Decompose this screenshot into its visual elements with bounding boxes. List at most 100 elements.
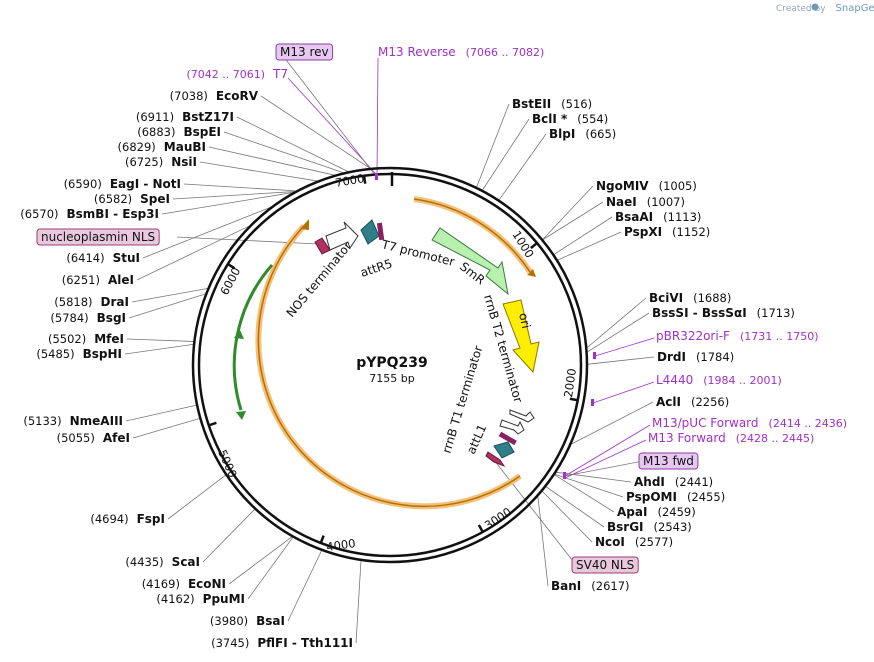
- enzyme-name: BciVI: [649, 291, 683, 305]
- enzyme-leader-line: [124, 343, 194, 355]
- boxed-feature-sv40-nls[interactable]: SV40 NLS: [571, 556, 639, 574]
- enzyme-position: (1784): [696, 350, 734, 364]
- enzyme-position: (6911): [136, 110, 174, 124]
- enzyme-site-bsteii[interactable]: BstEII(516): [512, 97, 592, 111]
- enzyme-site-acli[interactable]: AclI(2256): [656, 395, 729, 409]
- enzyme-leader-line: [126, 338, 194, 342]
- primer-name: M13 Forward: [648, 431, 726, 445]
- scale-tick-mark: [319, 535, 325, 544]
- primer-t7[interactable]: T7(7042 .. 7061): [186, 67, 288, 81]
- enzyme-leader-line: [287, 550, 322, 622]
- boxed-feature-m13-rev[interactable]: M13 rev: [275, 43, 334, 61]
- enzyme-site-bani[interactable]: BanI(2617): [551, 579, 630, 593]
- enzyme-name: BclI *: [532, 112, 568, 126]
- enzyme-leader-line: [554, 474, 615, 513]
- enzyme-site-ecorv[interactable]: EcoRV(7038): [170, 89, 259, 103]
- enzyme-site-bcli[interactable]: BclI * (554): [532, 112, 608, 126]
- enzyme-site-eagi-noti[interactable]: EagI - NotI(6590): [64, 177, 181, 191]
- enzyme-position: (4435): [125, 555, 163, 569]
- enzyme-site-scai[interactable]: ScaI(4435): [125, 555, 200, 569]
- enzyme-site-bsgi[interactable]: BsgI(5784): [50, 311, 126, 325]
- enzyme-site-pspomi[interactable]: PspOMI(2455): [626, 490, 725, 504]
- primer-name: T7: [272, 67, 288, 81]
- boxed-feature-bg: [275, 43, 334, 61]
- enzyme-name: BstZ17I: [182, 110, 234, 124]
- scale-tick-label: 4000: [325, 536, 356, 554]
- primer-m13-fwd-marker: [563, 472, 566, 479]
- enzyme-leader-line: [553, 216, 613, 255]
- enzyme-site-stui[interactable]: StuI(6414): [66, 251, 140, 265]
- enzyme-leader-line: [131, 288, 208, 303]
- feature-ori-label: ori: [516, 312, 533, 330]
- enzyme-leader-line: [571, 401, 654, 445]
- enzyme-site-fspi[interactable]: FspI(4694): [90, 512, 165, 526]
- enzyme-position: (1113): [663, 210, 701, 224]
- enzyme-leader-line: [498, 133, 547, 201]
- enzyme-position: (3980): [210, 614, 248, 628]
- enzyme-site-bsssi-bsss-i[interactable]: BssSI - BssSαI(1713): [652, 306, 795, 320]
- enzyme-leader-line: [587, 312, 650, 353]
- rrnb-t2-shape: [509, 409, 535, 423]
- attl1-bar: [498, 431, 517, 446]
- enzyme-position: (1688): [693, 291, 731, 305]
- label-leader-lines: [124, 51, 655, 644]
- enzyme-site-bsmbi-esp3i[interactable]: BsmBI - Esp3I(6570): [20, 207, 159, 221]
- primer-l4440[interactable]: L4440(1984 .. 2001): [656, 373, 782, 387]
- enzyme-leader-line: [167, 474, 226, 520]
- enzyme-leader-line: [128, 293, 206, 319]
- enzyme-site-drai[interactable]: DraI(5818): [54, 295, 129, 309]
- enzyme-position: (4694): [90, 512, 128, 526]
- enzyme-site-naei[interactable]: NaeI(1007): [606, 195, 685, 209]
- enzyme-site-ahdi[interactable]: AhdI(2441): [634, 475, 713, 489]
- enzyme-site-pspxi[interactable]: PspXI(1152): [624, 225, 710, 239]
- enzyme-site-blpi[interactable]: BlpI(665): [549, 127, 616, 141]
- boxed-feature-leader-line: [564, 460, 644, 477]
- primer-m13-puc-forward[interactable]: M13/pUC Forward(2414 .. 2436): [652, 416, 847, 430]
- enzyme-site-apai[interactable]: ApaI(2459): [617, 505, 696, 519]
- enzyme-site-pflfi-tth111i[interactable]: PflFI - Tth111I(3745): [211, 636, 353, 650]
- enzyme-site-ppumi[interactable]: PpuMI(4162): [156, 592, 245, 606]
- enzyme-site-bsai[interactable]: BsaI(3980): [210, 614, 285, 628]
- boxed-feature-name: M13 rev: [280, 45, 329, 59]
- boxed-feature-nucleoplasmin-nls[interactable]: nucleoplasmin NLS: [36, 228, 160, 246]
- t7-promoter-shape: [376, 222, 385, 241]
- scale-tick-mark: [208, 421, 217, 427]
- enzyme-site-mfei[interactable]: MfeI(5502): [48, 332, 124, 346]
- primer-leader-line: [564, 424, 651, 477]
- enzyme-leader-line: [161, 192, 293, 215]
- enzyme-site-bcivi[interactable]: BciVI (1688): [649, 291, 731, 305]
- primer-m13-forward[interactable]: M13 Forward(2428 .. 2445): [648, 431, 814, 445]
- enzyme-position: (554): [577, 112, 608, 126]
- enzyme-name: PflFI - Tth111I: [257, 636, 353, 650]
- enzyme-name: ApaI: [617, 505, 647, 519]
- enzyme-position: (6251): [62, 273, 100, 287]
- scale-tick-label: 2000: [561, 367, 579, 398]
- enzyme-site-econi[interactable]: EcoNI(4169): [142, 577, 226, 591]
- enzyme-leader-line: [586, 297, 647, 348]
- enzyme-site-afei[interactable]: AfeI(5055): [57, 431, 130, 445]
- enzyme-site-bsrgi[interactable]: BsrGI(2543): [607, 520, 692, 534]
- enzyme-site-bsphi[interactable]: BspHI(5485): [36, 347, 122, 361]
- enzyme-site-alei[interactable]: AleI(6251): [62, 273, 134, 287]
- enzyme-site-bstz17i[interactable]: BstZ17I (6911): [136, 110, 234, 124]
- enzyme-site-ncoi[interactable]: NcoI(2577): [595, 535, 673, 549]
- primer-m13-reverse[interactable]: M13 Reverse(7066 .. 7082): [378, 45, 544, 59]
- enzyme-site-bsaai[interactable]: BsaAI(1113): [615, 210, 701, 224]
- enzyme-name: PspOMI: [626, 490, 677, 504]
- enzyme-site-nmeaiii[interactable]: NmeAIII(5133): [23, 414, 123, 428]
- rrnb-t1-shape: [499, 419, 525, 435]
- enzyme-position: (5818): [54, 295, 92, 309]
- enzyme-name: BssSI - BssSαI: [652, 306, 747, 320]
- boxed-feature-m13-fwd[interactable]: M13 fwd: [638, 452, 699, 470]
- enzyme-site-ngomiv[interactable]: NgoMIV(1005): [596, 179, 697, 193]
- enzyme-position: (2617): [591, 579, 629, 593]
- enzyme-site-drdi[interactable]: DrdI(1784): [657, 350, 734, 364]
- enzyme-site-spei[interactable]: SpeI(6582): [94, 192, 170, 206]
- primer-pbr322ori-f[interactable]: pBR322ori-F(1731 .. 1750): [656, 329, 819, 343]
- enzyme-site-nsii[interactable]: NsiI(6725): [125, 155, 197, 169]
- enzyme-position: (2441): [675, 475, 713, 489]
- scale-ticks: [208, 175, 578, 544]
- enzyme-site-maubi[interactable]: MauBI(6829): [118, 140, 206, 154]
- enzyme-site-bspei[interactable]: BspEI(6883): [137, 125, 221, 139]
